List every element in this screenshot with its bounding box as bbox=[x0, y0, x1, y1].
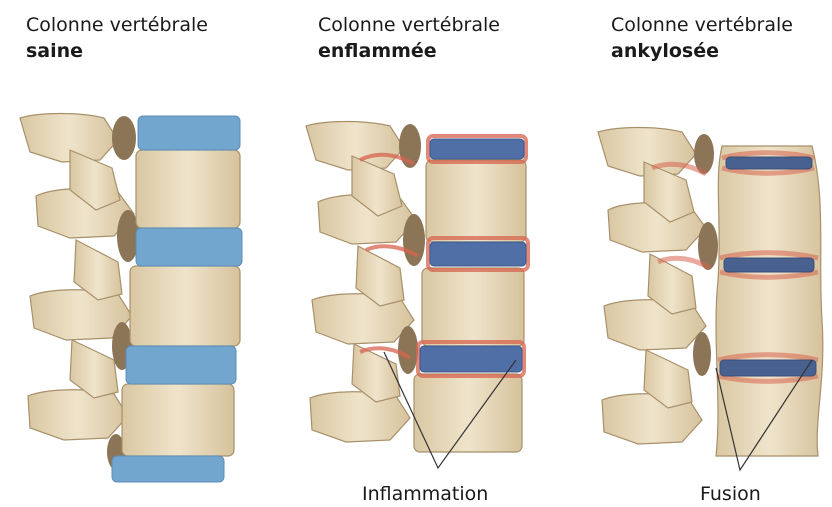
ankylosed-spine-illustration bbox=[598, 128, 823, 471]
healthy-spine-illustration bbox=[20, 114, 242, 483]
fusion-label: Fusion bbox=[700, 483, 761, 505]
inflamed-spine-illustration bbox=[306, 122, 528, 469]
inflammation-label: Inflammation bbox=[362, 483, 488, 505]
